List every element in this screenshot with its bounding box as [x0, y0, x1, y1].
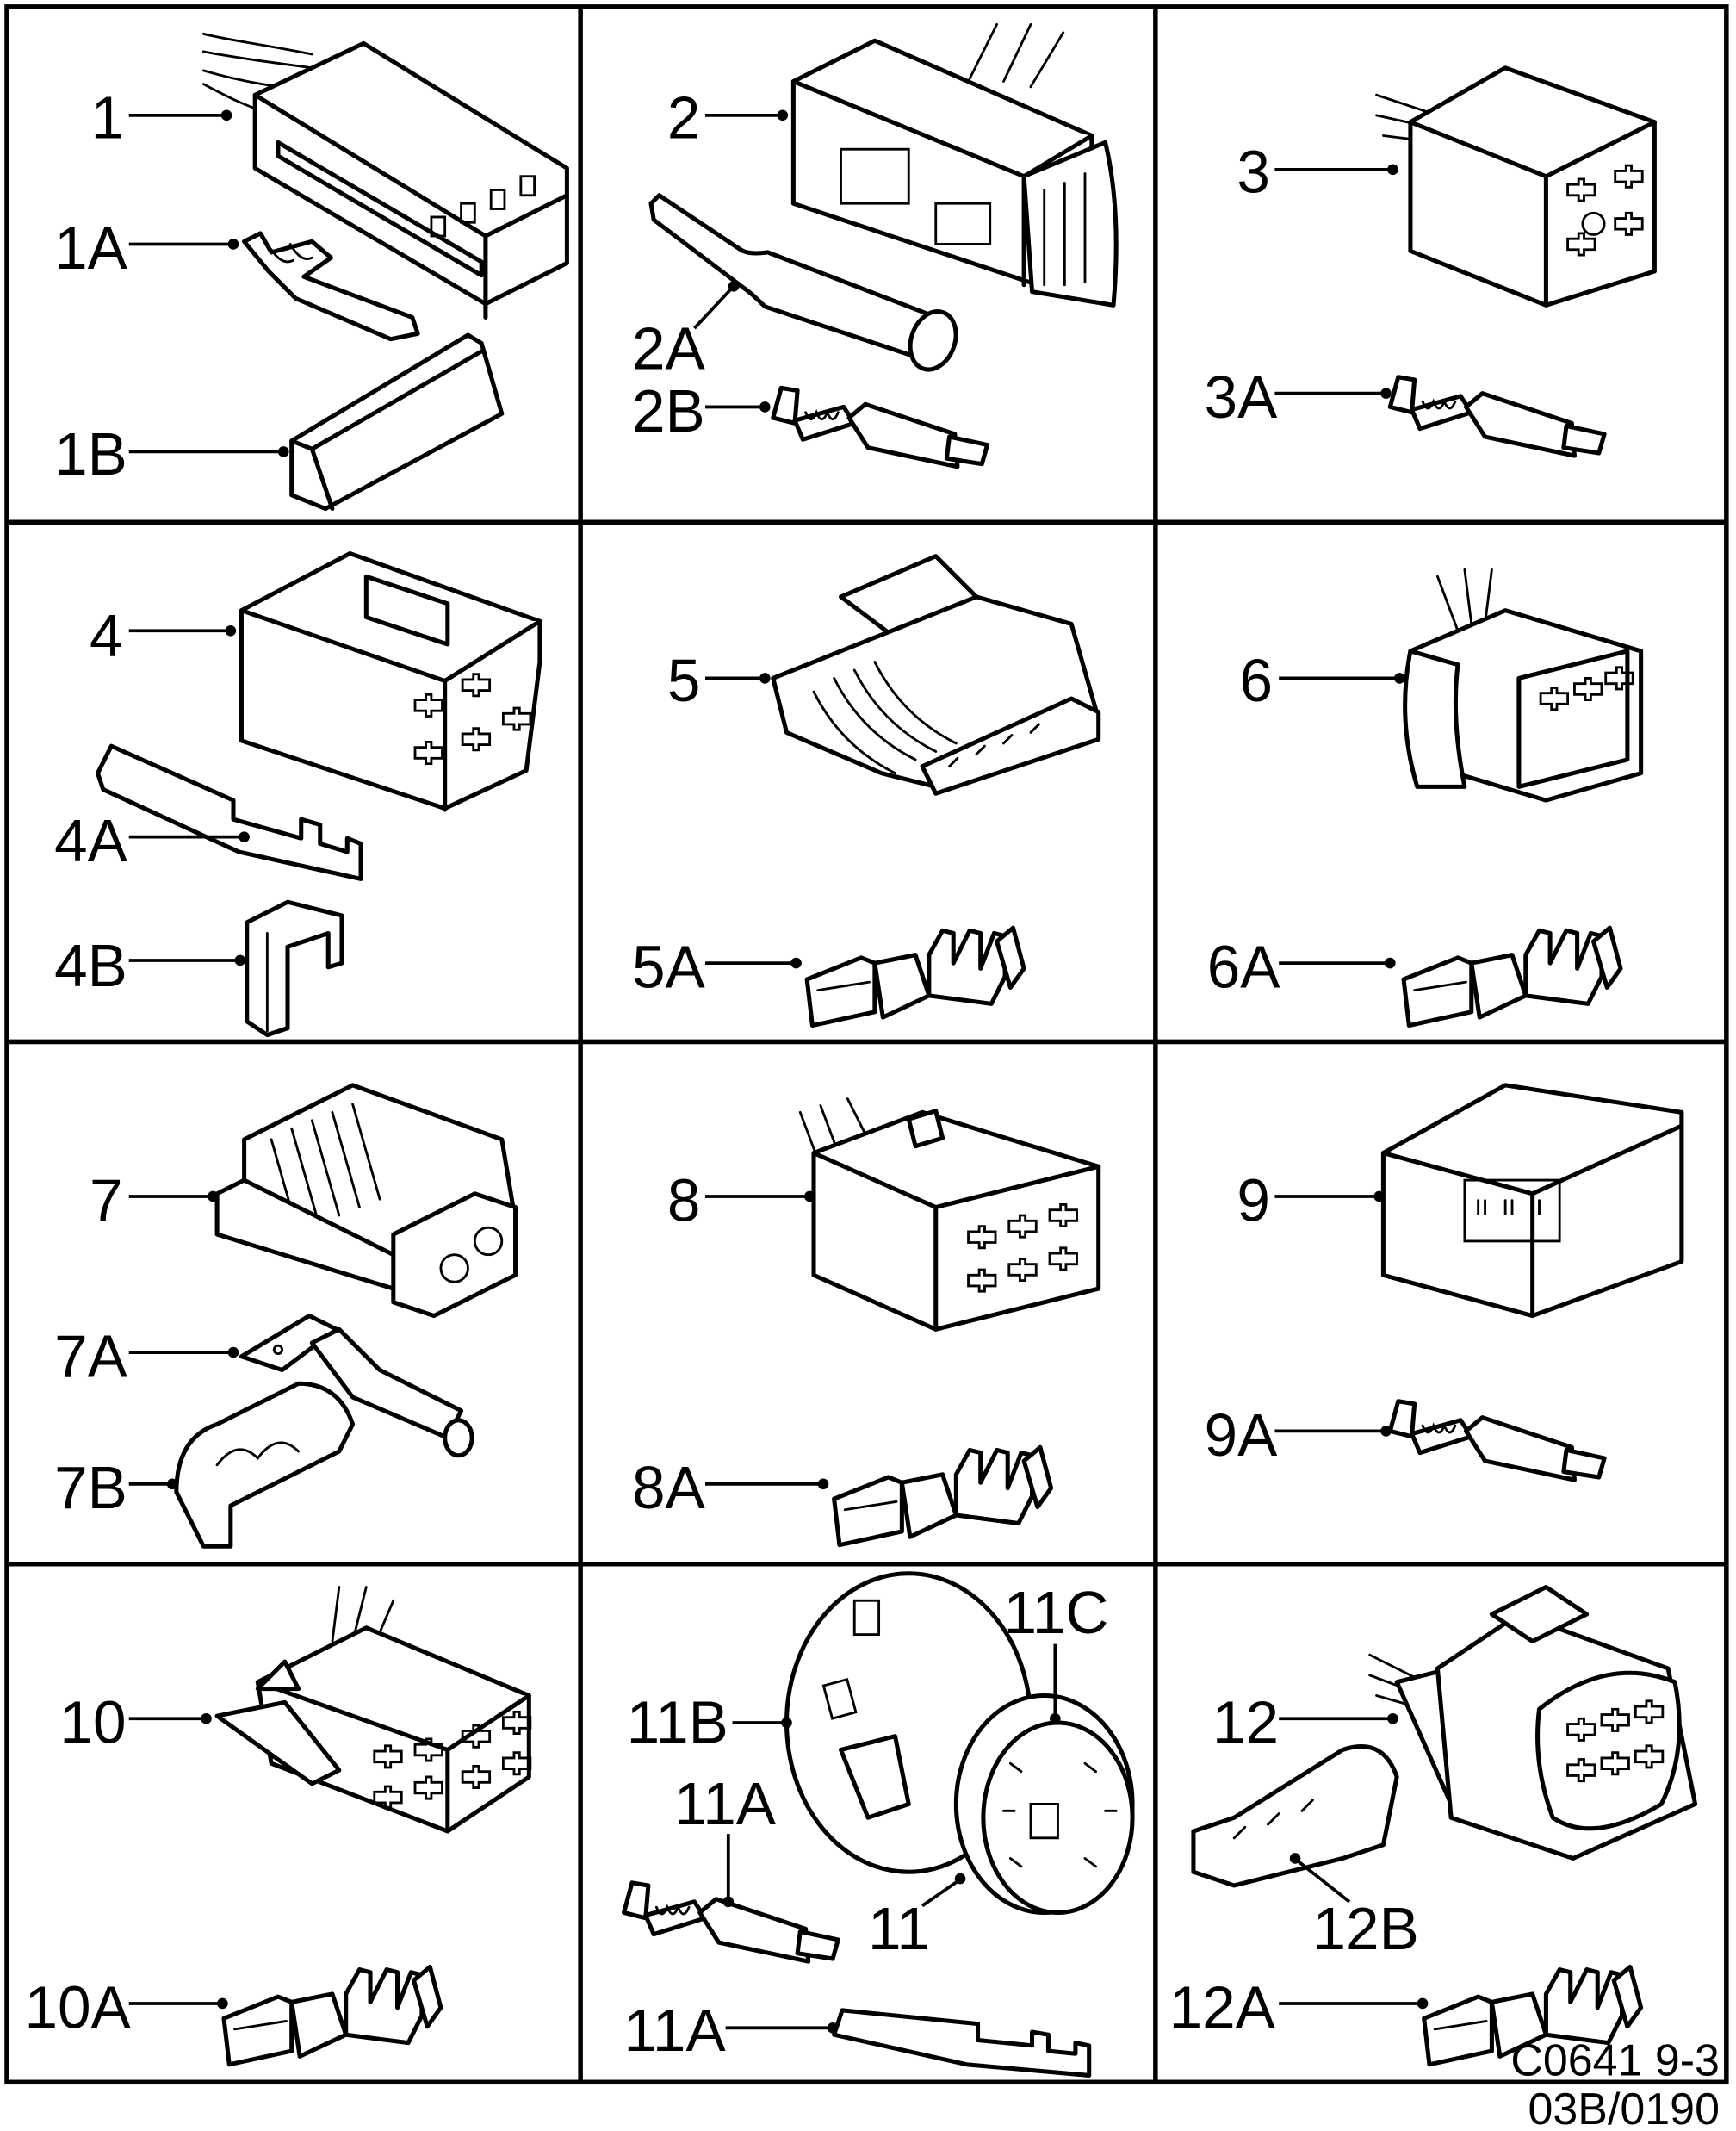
label-1b: 1B	[54, 420, 127, 488]
label-6: 6	[1239, 647, 1273, 714]
label-10a: 10A	[24, 1973, 131, 2041]
part-1-connector	[202, 32, 569, 320]
panel-grid	[4, 4, 1729, 2085]
label-4: 4	[90, 602, 123, 669]
part-4-connector	[239, 550, 542, 812]
label-2b: 2B	[632, 377, 705, 444]
part-7-connector	[214, 1083, 518, 1319]
part-9a-terminal	[1390, 1401, 1604, 1480]
label-9a: 9A	[1205, 1401, 1279, 1469]
label-11a-top: 11A	[674, 1770, 777, 1837]
part-11a-terminal-top	[624, 1883, 839, 1961]
label-4b: 4B	[54, 932, 127, 999]
part-11a-terminal-bottom	[832, 2008, 1092, 2078]
part-12-connector	[1368, 1584, 1698, 1861]
label-5a: 5A	[632, 933, 706, 1000]
label-10: 10	[59, 1689, 126, 1756]
part-10a-terminal	[224, 1966, 441, 2064]
part-10-connector	[214, 1586, 532, 1834]
part-8a-terminal	[834, 1447, 1051, 1544]
label-11: 11	[868, 1895, 930, 1962]
part-7a-terminal	[239, 1314, 474, 1458]
label-7: 7	[90, 1166, 123, 1233]
part-3a-terminal	[1390, 377, 1604, 456]
part-4b-clip	[245, 899, 344, 1038]
figure-code: C0641 9-3	[1510, 2035, 1720, 2085]
part-1a-terminal	[242, 231, 420, 342]
part-7b-retainer	[174, 1381, 356, 1549]
part-5a-terminal	[807, 928, 1024, 1025]
label-7b: 7B	[54, 1454, 127, 1521]
part-5-connector	[771, 554, 1101, 796]
label-3: 3	[1237, 139, 1270, 206]
label-2a: 2A	[632, 314, 706, 382]
label-7a: 7A	[54, 1322, 128, 1389]
part-2-connector	[790, 22, 1119, 308]
label-11b: 11B	[627, 1689, 728, 1756]
label-4a: 4A	[54, 807, 128, 874]
label-11c: 11C	[1003, 1579, 1108, 1646]
label-11a-bottom: 11A	[624, 1997, 727, 2064]
label-1a: 1A	[54, 214, 128, 282]
label-1: 1	[91, 84, 125, 152]
part-9-connector	[1380, 1083, 1684, 1319]
label-9: 9	[1237, 1166, 1270, 1233]
label-12a: 12A	[1169, 1973, 1276, 2041]
part-4a-terminal	[95, 743, 363, 881]
revision-code: 03B/0190	[1528, 2084, 1720, 2131]
label-6a: 6A	[1207, 933, 1281, 1000]
label-5: 5	[667, 647, 701, 714]
part-1b-cover	[289, 332, 505, 512]
part-2a-seal	[648, 193, 958, 372]
part-11-connector	[784, 1571, 1135, 1915]
label-8: 8	[667, 1166, 701, 1233]
label-12: 12	[1212, 1689, 1279, 1756]
label-8a: 8A	[632, 1454, 706, 1521]
label-3a: 3A	[1205, 363, 1279, 431]
part-8-connector	[798, 1097, 1101, 1332]
label-2: 2	[667, 84, 701, 152]
part-3-connector	[1375, 65, 1657, 308]
part-2b-terminal	[773, 388, 988, 466]
part-6a-terminal	[1404, 928, 1621, 1025]
label-12b: 12B	[1313, 1895, 1419, 1962]
part-12b-retainer	[1191, 1744, 1399, 1888]
part-6-connector	[1403, 568, 1644, 803]
callout-labels: 1 1A 1B 2 2A 2B 3 3A 4 4A 4B 5 5A 6 6A 7…	[24, 84, 1429, 2064]
